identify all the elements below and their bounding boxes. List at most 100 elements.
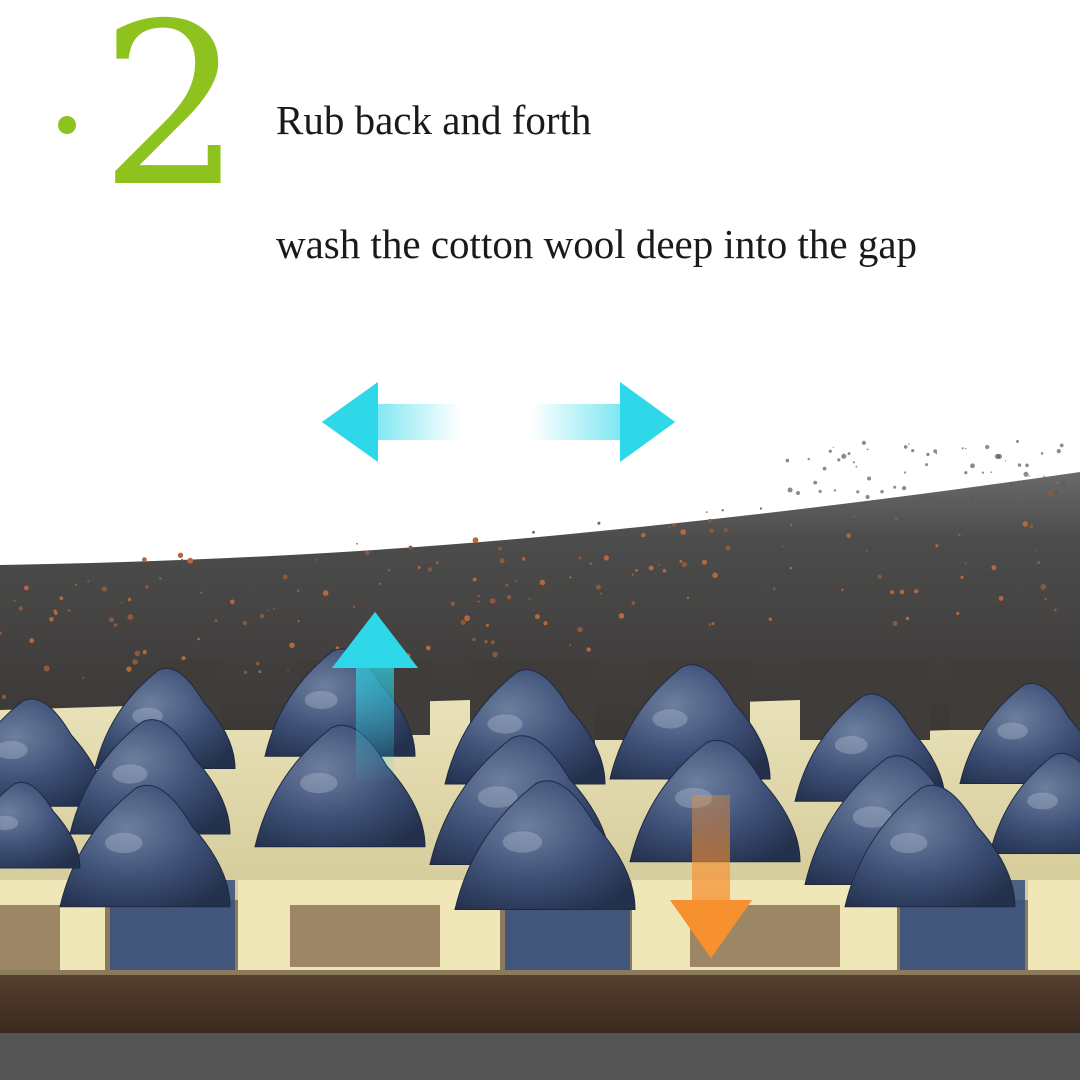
dirt-speck [506,594,512,600]
dirt-speck [477,600,480,603]
dust-particle [925,463,929,467]
dust-particle [787,487,793,493]
dust-particle [969,496,974,500]
dirt-speck [126,666,132,672]
dirt-speck [499,558,505,564]
double-arrow-left-right-icon [322,382,675,462]
dirt-speck [577,627,583,633]
dirt-speck [635,569,638,572]
dust-particle [1023,471,1029,477]
dirt-speck [846,533,851,538]
step-number: 2 [100,0,243,236]
dirt-speck [289,642,295,648]
dust-particle [841,453,847,459]
dirt-speck [200,591,203,594]
dirt-speck [914,589,919,594]
dust-particle [813,480,818,485]
nub-highlight [1027,792,1058,810]
dust-particle [970,463,975,469]
dirt-speck [631,601,636,605]
dirt-speck [1040,584,1047,590]
dust-particle [1060,481,1066,487]
dirt-speck [648,565,654,571]
dust-particle [961,447,964,450]
dirt-speck [641,532,646,538]
dust-particle [866,448,869,451]
dust-particle [1054,490,1059,495]
dirt-speck [435,560,439,565]
dirt-speck [1035,549,1038,552]
dust-particle [985,444,990,450]
dirt-speck [59,596,64,601]
dirt-speck [109,617,114,623]
dirt-speck [127,614,134,620]
dirt-speck [364,550,370,556]
dirt-speck [1,694,7,700]
dirt-speck [597,521,601,525]
dirt-speck [67,609,71,612]
dirt-speck [464,615,470,622]
nub [454,780,636,910]
nub-highlight [0,815,19,831]
dirt-speck [315,558,318,561]
dirt-speck [852,515,855,518]
dust-particle [994,453,1001,459]
dirt-speck [721,509,724,512]
dirt-speck [1029,524,1034,529]
dirt-speck [378,582,381,585]
dirt-speck [127,597,132,602]
dirt-speck [132,659,138,665]
dirt-speck [181,558,184,561]
dirt-speck [789,566,793,570]
dirt-speck [1053,608,1057,612]
dirt-speck [569,644,572,647]
nub-highlight [487,714,523,734]
dirt-speck [532,530,535,534]
dirt-speck [13,599,16,602]
dust-particle [837,458,841,462]
dirt-speck [296,589,300,593]
nub-highlight [502,831,543,853]
dirt-speck [759,507,763,510]
dirt-speck [586,647,591,652]
nub-highlight [0,741,28,759]
dirt-speck [24,585,29,591]
dirt-speck [230,599,235,605]
nub [0,781,81,869]
dirt-speck [899,589,905,595]
dust-particle [981,471,985,474]
dirt-speck [956,611,960,616]
dirt-speck [578,556,582,560]
dirt-speck [991,565,997,571]
dirt-speck [964,562,967,565]
dirt-speck [120,601,123,604]
dust-particle [1016,440,1019,443]
dust-particle [1012,494,1016,497]
dust-particle [818,489,822,493]
nub [59,784,231,908]
dirt-speck [686,596,690,599]
dust-particle [822,466,827,471]
dirt-speck [528,597,531,600]
dirt-speck [486,623,489,627]
dirt-speck [1047,490,1053,496]
dust-particle [965,447,967,450]
dirt-speck [662,568,667,573]
nub-highlight [477,786,518,808]
nub-highlight [834,736,868,754]
dirt-speck [387,568,391,572]
dirt-speck [177,552,184,558]
dirt-speck [708,623,712,626]
dirt-speck [708,518,712,523]
nub-highlight [852,806,893,828]
dirt-speck [322,590,329,596]
dust-particle [855,465,858,468]
dust-particle [1050,497,1052,499]
dirt-speck [497,546,502,551]
caption-rub: Rub back and forth [276,97,592,143]
dirt-speck [618,613,625,619]
dirt-speck [427,567,432,572]
dirt-speck [472,537,479,544]
dirt-speck [255,661,260,666]
dust-particle [833,489,837,492]
